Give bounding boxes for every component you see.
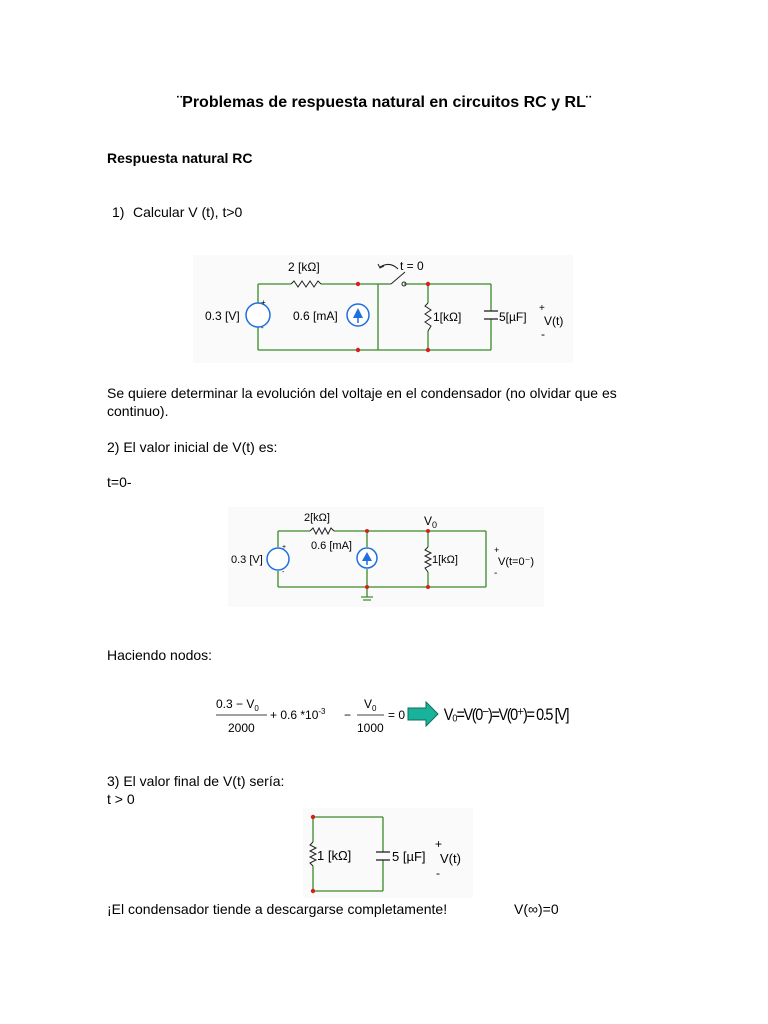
problem-3-text: 3) El valor final de V(t) sería:	[107, 773, 285, 789]
circuit-3-diagram: 1 [kΩ] 5 [µF] + V(t) -	[303, 808, 473, 898]
vt-label: V(t)	[544, 314, 563, 328]
t0-minus-label: t=0-	[107, 474, 132, 490]
eq-equals: = 0	[388, 708, 405, 722]
eq-middle-term: + 0.6 *10-3	[270, 707, 326, 722]
c2-current-source-label: 0.6 [mA]	[311, 540, 352, 552]
ground-icon	[361, 596, 373, 601]
capacitor-symbol	[484, 310, 498, 320]
c2-current-arrow-icon	[362, 552, 372, 561]
c2-voltage-source-plus: +	[282, 544, 286, 551]
voltage-source-label: 0.3 [V]	[205, 309, 240, 323]
current-arrow-icon	[353, 308, 363, 318]
result-arrow-icon	[407, 700, 439, 728]
eq-minus: −	[344, 708, 351, 722]
resistor-2k-symbol	[290, 280, 322, 288]
c2-resistor-1k-label: 1[kΩ]	[432, 554, 458, 566]
circuit-3-nodes	[310, 814, 316, 894]
eq-numerator-1: 0.3 − V0	[216, 697, 259, 713]
resistor-1k-symbol	[424, 302, 432, 332]
circuit-1-nodes	[355, 281, 431, 353]
c2-voltage-source-minus: -	[282, 569, 285, 576]
eq-denominator-2: 1000	[357, 721, 384, 735]
voltage-source-minus: -	[261, 323, 264, 332]
circuit-3-wires	[312, 816, 384, 892]
c3-vt-minus: -	[436, 866, 440, 880]
circuit-2-nodes	[365, 529, 430, 589]
switch-label: t = 0	[400, 259, 424, 273]
c2-vt-label: V(t=0⁻)	[498, 556, 534, 568]
eq-result: V₀=V(0⁻)=V(0⁺)= 0.5 [V]	[444, 706, 570, 724]
c2-vt-minus: -	[494, 568, 497, 579]
resistor-1k-label: 1[kΩ]	[433, 310, 461, 324]
v-infinity-result: V(∞)=0	[514, 901, 559, 917]
c2-resistor-2k-label: 2[kΩ]	[304, 512, 330, 524]
c2-resistor-1k-symbol	[423, 546, 433, 573]
c3-capacitor-label: 5 [µF]	[392, 849, 426, 864]
circuit-2-diagram: 2[kΩ] V0 + - 0.3 [V] 0.6 [mA] 1[kΩ] + V(…	[228, 507, 544, 607]
problem-1-number: 1)	[112, 204, 125, 220]
node-equation: 0.3 − V0 2000 + 0.6 *10-3 − V0 1000 = 0 …	[216, 697, 570, 735]
c3-resistor-label: 1 [kΩ]	[317, 848, 351, 863]
problem-1-text: Calcular V (t), t>0	[133, 204, 243, 220]
eq-numerator-2: V0	[364, 697, 377, 713]
current-source-label: 0.6 [mA]	[293, 309, 338, 323]
c2-resistor-2k-symbol	[309, 526, 335, 536]
c3-vt-label: V(t)	[440, 851, 461, 866]
resistor-2k-label: 2 [kΩ]	[288, 260, 320, 274]
circuit-2-wires	[277, 530, 487, 597]
conclusion-text: ¡El condensador tiende a descargarse com…	[107, 901, 448, 917]
voltage-source-symbol	[245, 302, 271, 328]
c2-voltage-source-symbol	[266, 547, 290, 571]
eq-denominator-1: 2000	[228, 721, 255, 735]
section-heading: Respuesta natural RC	[107, 150, 253, 166]
vt-minus: -	[541, 327, 545, 341]
voltage-source-plus: +	[261, 298, 266, 307]
circuit-1-wires	[257, 283, 492, 351]
c2-voltage-source-label: 0.3 [V]	[231, 554, 263, 566]
capacitor-label: 5[µF]	[499, 310, 527, 324]
c3-vt-plus: +	[435, 837, 442, 851]
circuit-1-diagram: 2 [kΩ] t = 0 + - 0.3 [V] 0.6 [mA] 1[kΩ] …	[193, 255, 573, 363]
c3-resistor-1k-symbol	[308, 841, 318, 867]
c2-vt-plus: +	[494, 545, 499, 555]
page-title: ¨Problemas de respuesta natural en circu…	[176, 94, 592, 111]
c2-node-v0-label: V0	[424, 514, 437, 530]
c3-capacitor-symbol	[376, 851, 390, 861]
t-gt-0-label: t > 0	[107, 791, 135, 807]
vt-plus: +	[539, 303, 545, 314]
problem-2-text: 2) El valor inicial de V(t) es:	[107, 439, 278, 455]
paragraph-capacitor-voltage: Se quiere determinar la evolución del vo…	[107, 385, 617, 419]
switch-symbol	[377, 263, 407, 287]
nodes-text: Haciendo nodos:	[107, 647, 213, 663]
